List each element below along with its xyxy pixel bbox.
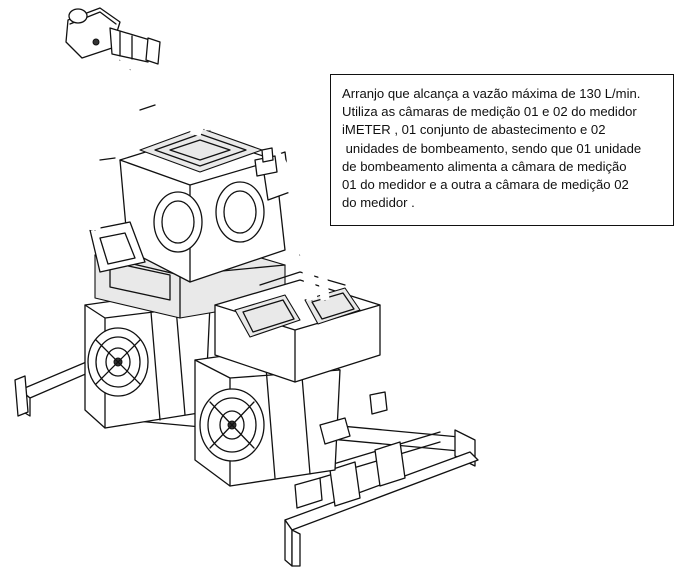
inlet-valve xyxy=(65,7,161,65)
callout-line-5: de bombeamento alimenta a câmara de medi… xyxy=(342,158,627,174)
callout-line-7: do medidor . xyxy=(342,195,415,211)
description-callout: Arranjo que alcança a vazão máxima de 13… xyxy=(330,74,674,226)
callout-line-1: Arranjo que alcança a vazão máxima de 13… xyxy=(342,86,641,101)
callout-line-4: unidades de bombeamento, sendo que 01 un… xyxy=(342,140,642,156)
fittings xyxy=(14,147,278,417)
piping xyxy=(89,37,330,301)
dispensing-assembly xyxy=(214,271,381,383)
pumping-unit-1 xyxy=(84,289,211,429)
callout-line-3: iMETER , 01 conjunto de abastecimento e … xyxy=(342,122,606,138)
callout-line-6: 01 do medidor e a outra a câmara de medi… xyxy=(342,177,629,193)
pumping-unit-2 xyxy=(194,344,388,487)
callout-line-2: Utiliza as câmaras de medição 01 e 02 do… xyxy=(342,104,637,120)
meter-chambers xyxy=(89,127,291,283)
